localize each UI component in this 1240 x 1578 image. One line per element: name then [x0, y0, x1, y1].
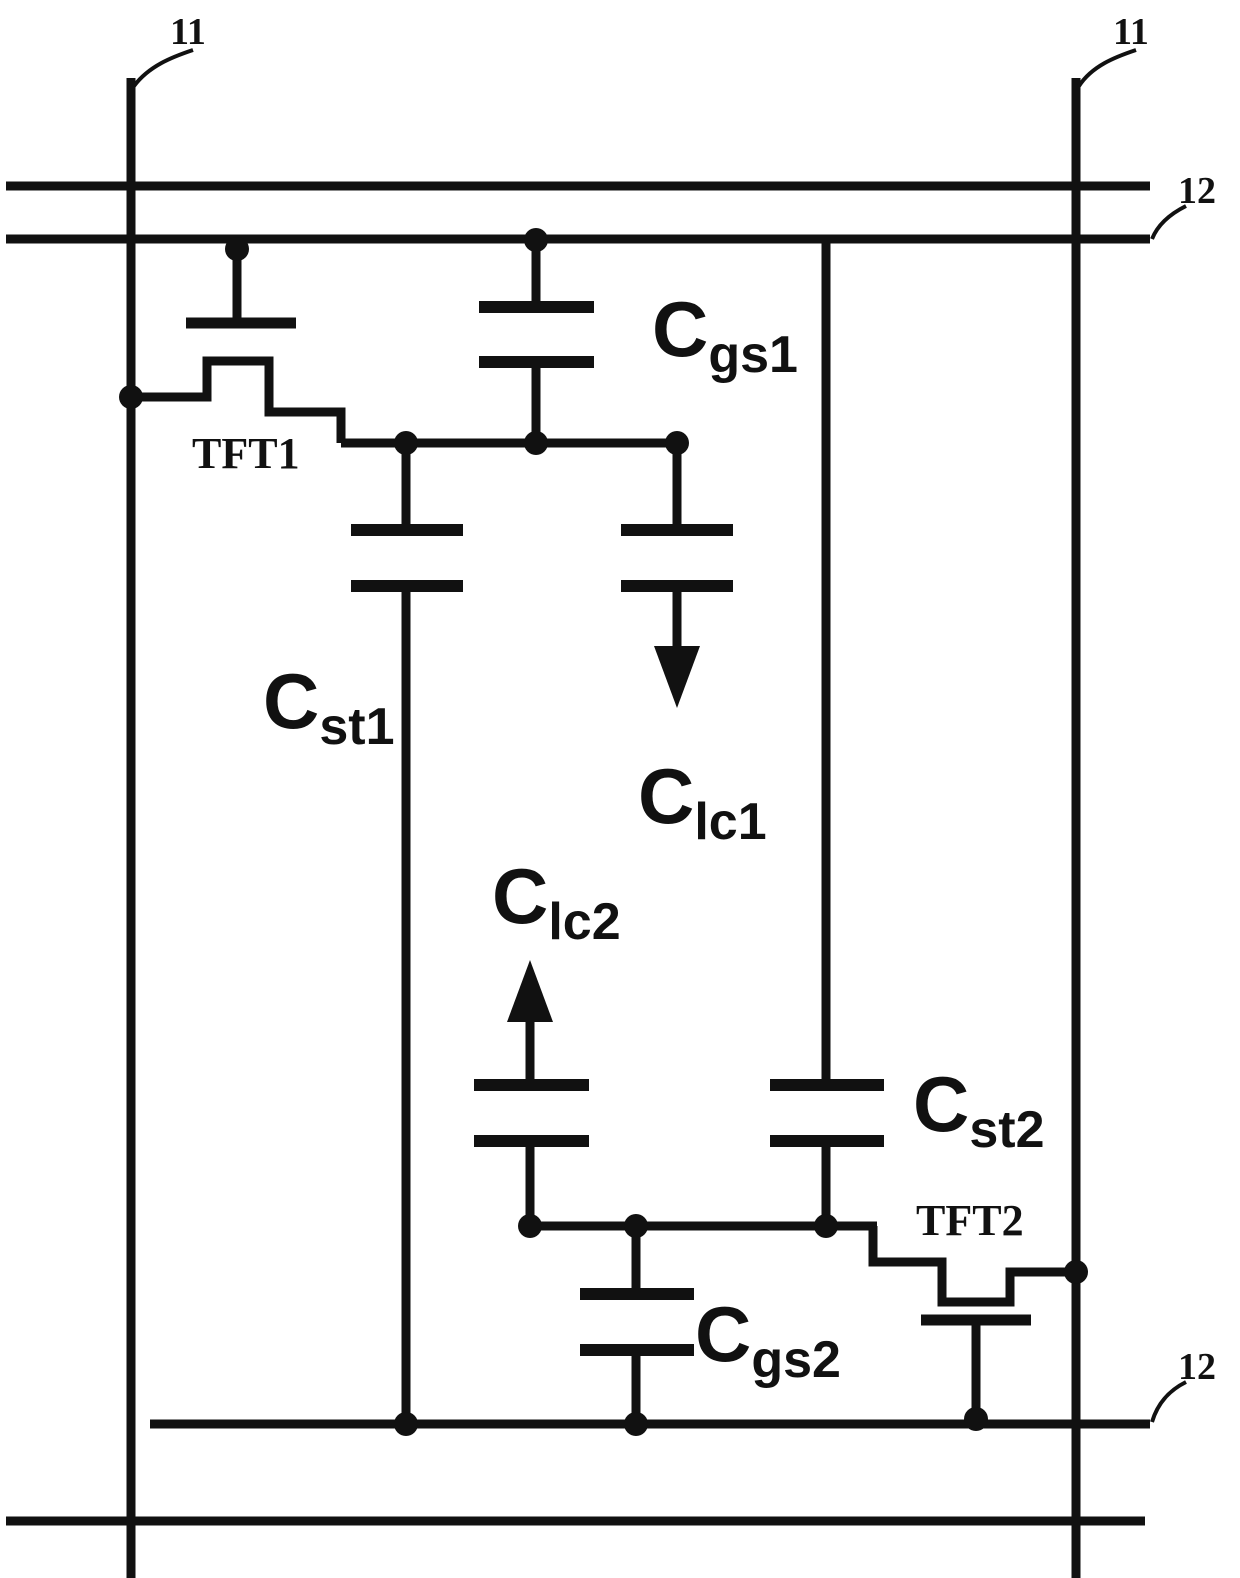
label-12-bottom-right: 12: [1178, 1346, 1216, 1388]
cst1-bottom-node-dot: [394, 1412, 418, 1436]
label-cst2: Cst2: [913, 1060, 1045, 1159]
label-cgs2-main: C: [695, 1290, 751, 1378]
tft2-channel: [868, 1226, 1076, 1307]
cgs2-bottom-node-dot: [624, 1412, 648, 1436]
label-cgs2-sub: gs2: [751, 1331, 841, 1389]
capacitor-cst2: [770, 239, 884, 1226]
label-clc2-sub: lc2: [548, 893, 620, 951]
capacitor-clc2: [474, 960, 589, 1226]
label-cgs1-sub: gs1: [708, 326, 798, 384]
node-row-2: [518, 1214, 877, 1238]
node-row-1: [341, 431, 689, 455]
leader-12-bottom-right: [1150, 1380, 1187, 1423]
label-clc1: Clc1: [638, 752, 767, 851]
tft1-source-node-dot: [119, 385, 143, 409]
leader-12-right: [1150, 204, 1187, 240]
node-dot-clc2: [518, 1214, 542, 1238]
leader-11-top-right: [1077, 48, 1137, 88]
label-tft1: TFT1: [192, 429, 300, 478]
capacitor-cgs2: [580, 1226, 694, 1436]
label-cst1-sub: st1: [319, 698, 394, 756]
label-cgs1: Cgs1: [652, 285, 798, 384]
label-clc1-sub: lc1: [694, 793, 766, 851]
clc2-arrow-up-icon: [507, 960, 553, 1022]
label-cst1-main: C: [263, 657, 319, 745]
tft1-symbol: [119, 237, 346, 443]
tft2-gate-node-dot: [964, 1407, 988, 1431]
capacitor-clc1: [621, 443, 733, 708]
label-12-right: 12: [1178, 170, 1216, 212]
clc1-arrow-down-icon: [654, 646, 700, 708]
capacitor-cst1: [351, 443, 463, 1436]
tft1-channel: [131, 356, 346, 443]
tft2-drain-node-dot: [1064, 1260, 1088, 1284]
tft2-symbol: [868, 1226, 1088, 1431]
label-clc1-main: C: [638, 752, 694, 840]
tft1-gate-node-dot: [225, 237, 249, 261]
label-11-top-left: 11: [170, 11, 206, 53]
label-cgs2: Cgs2: [695, 1290, 841, 1389]
label-clc2-main: C: [492, 852, 548, 940]
label-cst2-main: C: [913, 1060, 969, 1148]
label-clc2: Clc2: [492, 852, 621, 951]
label-cst2-sub: st2: [969, 1101, 1044, 1159]
label-tft2: TFT2: [916, 1196, 1024, 1245]
label-cst1: Cst1: [263, 657, 395, 756]
label-cgs1-main: C: [652, 285, 708, 373]
label-11-top-right: 11: [1113, 11, 1149, 53]
node-dot-cst2: [814, 1214, 838, 1238]
capacitor-cgs1: [479, 228, 594, 443]
leader-11-top-left: [132, 48, 194, 88]
